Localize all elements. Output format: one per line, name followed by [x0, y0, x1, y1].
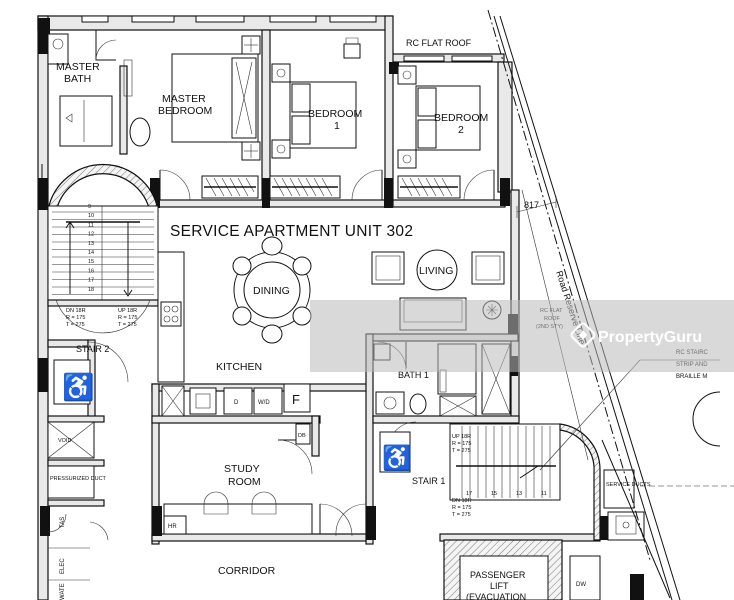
- study-room-label: STUDY ROOM: [224, 463, 262, 488]
- wate-label: WATE: [60, 583, 66, 600]
- master-bedroom-furniture: [171, 35, 261, 199]
- columns: [38, 18, 644, 600]
- stair-2-dn-t: T = 275: [66, 322, 85, 328]
- master-bath-label: MASTER BATH: [56, 61, 103, 85]
- stair-2-up-note: UP 18R: [118, 308, 137, 314]
- elec-label: ELEC: [60, 558, 66, 574]
- void-label: VOID: [58, 438, 71, 444]
- stair-2-step-number: 14: [88, 250, 94, 256]
- passenger-lift: PASSENGER LIFT (EVACUATION: [443, 539, 563, 600]
- wheelchair-icon: ♿: [382, 444, 412, 472]
- left-ducts: VOID PRESSURIZED DUCT TAS ELEC WATE: [47, 421, 107, 600]
- study-room-furniture: HR DB STUDY ROOM: [163, 423, 313, 535]
- stair-1-dn-note: DN 18R: [452, 498, 472, 504]
- corridor-label: CORRIDOR: [218, 565, 276, 577]
- stair-2-up-t: T = 275: [118, 322, 137, 328]
- dishwasher-tag: D: [234, 400, 239, 406]
- wheelchair-icon: ♿: [62, 372, 94, 402]
- bedroom-2-furniture: [397, 65, 481, 199]
- stair-1-label: STAIR 1: [412, 476, 445, 486]
- watermark-band: PropertyGuru: [310, 300, 734, 372]
- master-bedroom-label: MASTER BEDROOM: [158, 93, 212, 117]
- stair-2-step-number: 12: [88, 232, 94, 238]
- stair-2-dn-note: DN 18R: [66, 308, 86, 314]
- kitchen-fixtures: D W/D F KITCHEN: [157, 251, 311, 417]
- watermark-brand: PropertyGuru: [598, 329, 702, 346]
- stair-2-step-number: 16: [88, 268, 94, 274]
- stair-2-step-number: 17: [88, 278, 94, 284]
- stair-1-step-number: 13: [516, 491, 522, 497]
- stair-1-step-number: 11: [541, 491, 547, 497]
- pressurized-duct-label: PRESSURIZED DUCT: [50, 476, 107, 482]
- stair-2-label: STAIR 2: [76, 344, 109, 354]
- stair-1-up-t: T = 275: [452, 448, 471, 454]
- dw-tag: DW: [576, 582, 586, 588]
- stair-1: 17 15 13 11 UP 18R R = 175 T = 275 DN 18R R…: [379, 423, 601, 541]
- unit-title: SERVICE APARTMENT UNIT 302: [170, 223, 413, 240]
- kitchen-label: KITCHEN: [216, 361, 262, 373]
- stair-2-up-r: R = 175: [118, 315, 137, 321]
- bedroom-1-label: BEDROOM 1: [308, 108, 365, 132]
- rc-staircase-note-3: BRAILLE M: [676, 374, 707, 380]
- bath-1-label: BATH 1: [398, 370, 429, 380]
- bedroom-2-label: BEDROOM 2: [434, 112, 491, 136]
- stair-2-step-number: 13: [88, 241, 94, 247]
- room-labels: MASTER BATH MASTER BEDROOM BEDROOM 1 BED…: [56, 38, 491, 577]
- propertyguru-logo-icon: [570, 322, 596, 348]
- stair-2-step-number: 15: [88, 259, 94, 265]
- passenger-lift-label: PASSENGER LIFT (EVACUATION: [466, 570, 528, 600]
- dining-furniture: DINING: [232, 236, 312, 344]
- stair-1-dn-r: R = 175: [452, 505, 471, 511]
- stair-2: 9 10 11 12 13 14 15 16 17 18 DN 18R R = 175 T = 2…: [47, 164, 159, 405]
- stair-2-step-number: 10: [88, 213, 94, 219]
- stair-1-step-number: 17: [466, 491, 472, 497]
- windows: [81, 15, 493, 62]
- stair-1-up-note: UP 18R: [452, 434, 471, 440]
- living-label: LIVING: [419, 265, 453, 277]
- dimension-817: 817: [524, 200, 539, 210]
- stair-2-step-number: 11: [88, 222, 94, 228]
- rc-flat-roof-label: RC FLAT ROOF: [406, 38, 472, 48]
- stair-2-dn-r: R = 175: [66, 315, 85, 321]
- master-bath-fixtures: [47, 30, 151, 147]
- tas-label: TAS: [60, 517, 66, 528]
- stair-2-step-number: 18: [88, 287, 94, 293]
- bedroom-1-furniture: [269, 37, 361, 199]
- stair-1-step-number: 15: [491, 491, 497, 497]
- db-tag: DB: [298, 433, 306, 439]
- hr-tag: HR: [168, 524, 177, 530]
- dining-label: DINING: [253, 285, 290, 297]
- stair-1-dn-t: T = 275: [452, 512, 471, 518]
- fridge-tag: F: [292, 392, 300, 407]
- stair-1-up-r: R = 175: [452, 441, 471, 447]
- stair-2-step-number: 9: [88, 204, 91, 210]
- washer-dryer-tag: W/D: [258, 400, 270, 406]
